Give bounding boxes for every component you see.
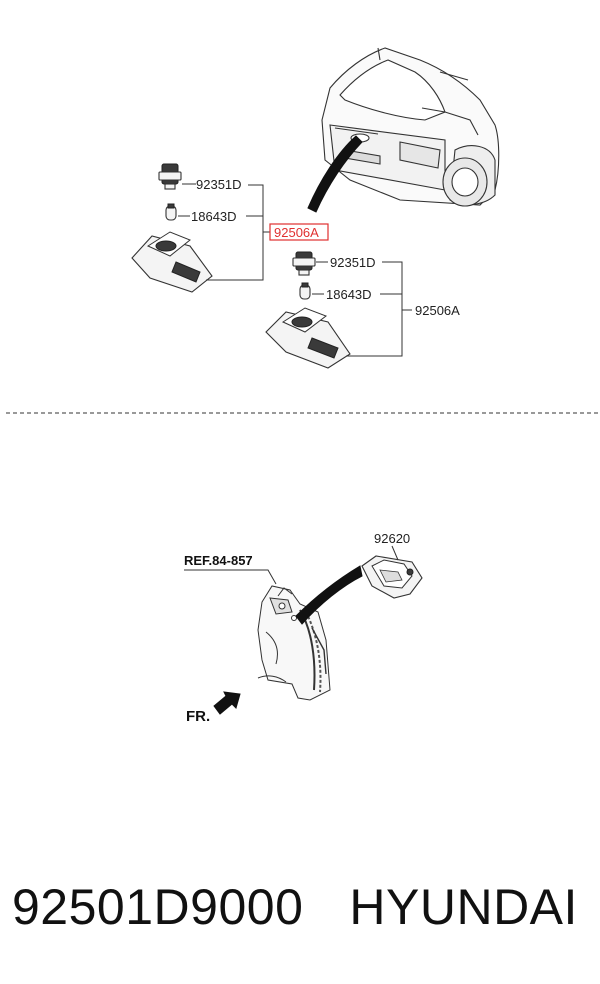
left-bulb-icon (165, 203, 177, 221)
right-socket-label: 92351D (330, 255, 376, 270)
left-socket-icon (158, 163, 182, 190)
right-bracket-leader (346, 261, 403, 357)
left-lamp-housing-icon (131, 231, 213, 293)
highlight-box (269, 223, 329, 241)
vehicle-pointer-arrow (307, 135, 363, 213)
ref-leader (184, 569, 277, 585)
right-lamp-housing-icon (265, 307, 351, 369)
lamp-92620-label: 92620 (374, 531, 410, 546)
right-bulb-icon (299, 282, 311, 300)
right-bulb-label: 18643D (326, 287, 372, 302)
vehicle-rear-illustration (321, 47, 500, 207)
footer: 92501D9000 HYUNDAI (12, 878, 592, 936)
right-assembly-label: 92506A (415, 303, 460, 318)
highlighted-assembly-label: 92506A (274, 225, 319, 240)
footer-brand: HYUNDAI (349, 879, 578, 935)
lamp-92620-leader (391, 545, 399, 561)
front-direction-arrow-icon (213, 691, 241, 715)
ref-label: REF.84-857 (184, 553, 253, 568)
front-direction-label: FR. (186, 708, 210, 725)
left-bulb-label: 18643D (191, 209, 237, 224)
left-bracket-leader (206, 184, 264, 281)
footer-part-number: 92501D9000 (12, 879, 304, 935)
lamp-pointer-arrow (295, 565, 363, 625)
lamp-92620-icon (361, 555, 423, 599)
left-socket-label: 92351D (196, 177, 242, 192)
right-socket-icon (292, 251, 316, 276)
tailgate-panel-illustration (257, 585, 331, 701)
